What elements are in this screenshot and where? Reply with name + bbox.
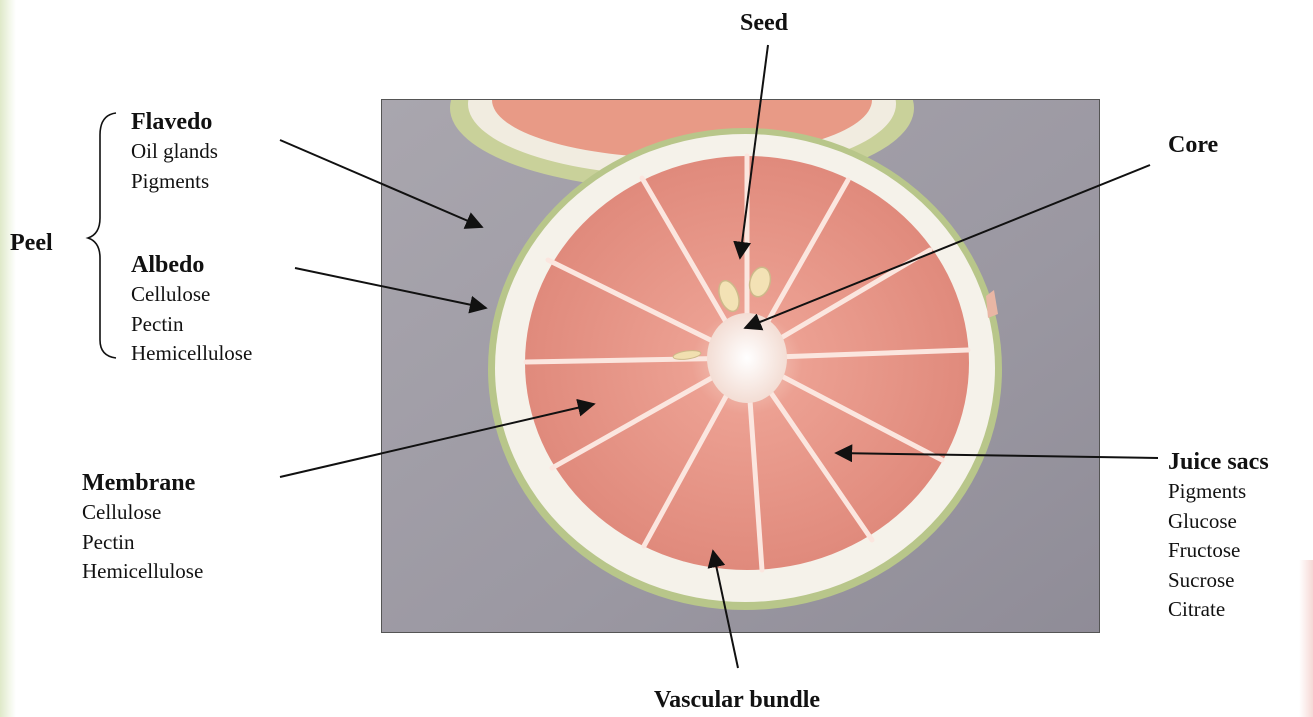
core-title: Core (1168, 130, 1218, 160)
core-arrow (745, 165, 1150, 328)
albedo-item-pectin: Pectin (131, 310, 252, 340)
membrane-title: Membrane (82, 468, 203, 498)
juice-sacs-item-fructose: Fructose (1168, 536, 1269, 566)
vascular-bundle-title: Vascular bundle (654, 685, 820, 715)
albedo-title: Albedo (131, 250, 252, 280)
flavedo-title: Flavedo (131, 107, 218, 137)
membrane-arrow (280, 404, 594, 477)
membrane-item-hemicellulose: Hemicellulose (82, 557, 203, 587)
juice-sacs-arrow (836, 453, 1158, 458)
peel-title: Peel (10, 228, 53, 258)
peel-label: Peel (10, 228, 53, 258)
flavedo-item-pigments: Pigments (131, 167, 218, 197)
membrane-label: Membrane Cellulose Pectin Hemicellulose (82, 468, 203, 587)
vascular-bundle-arrow (713, 551, 738, 668)
albedo-item-hemicellulose: Hemicellulose (131, 339, 252, 369)
seed-label: Seed (740, 8, 788, 38)
juice-sacs-label: Juice sacs Pigments Glucose Fructose Suc… (1168, 447, 1269, 625)
flavedo-arrow (280, 140, 482, 227)
seed-arrow (740, 45, 768, 258)
juice-sacs-item-glucose: Glucose (1168, 507, 1269, 537)
membrane-item-cellulose: Cellulose (82, 498, 203, 528)
albedo-arrow (295, 268, 486, 308)
flavedo-label: Flavedo Oil glands Pigments (131, 107, 218, 196)
albedo-label: Albedo Cellulose Pectin Hemicellulose (131, 250, 252, 369)
peel-brace (88, 113, 116, 358)
flavedo-item-oil-glands: Oil glands (131, 137, 218, 167)
seed-title: Seed (740, 8, 788, 38)
albedo-item-cellulose: Cellulose (131, 280, 252, 310)
juice-sacs-item-citrate: Citrate (1168, 595, 1269, 625)
membrane-item-pectin: Pectin (82, 528, 203, 558)
juice-sacs-item-sucrose: Sucrose (1168, 566, 1269, 596)
juice-sacs-item-pigments: Pigments (1168, 477, 1269, 507)
vascular-bundle-label: Vascular bundle (654, 685, 820, 715)
juice-sacs-title: Juice sacs (1168, 447, 1269, 477)
core-label: Core (1168, 130, 1218, 160)
